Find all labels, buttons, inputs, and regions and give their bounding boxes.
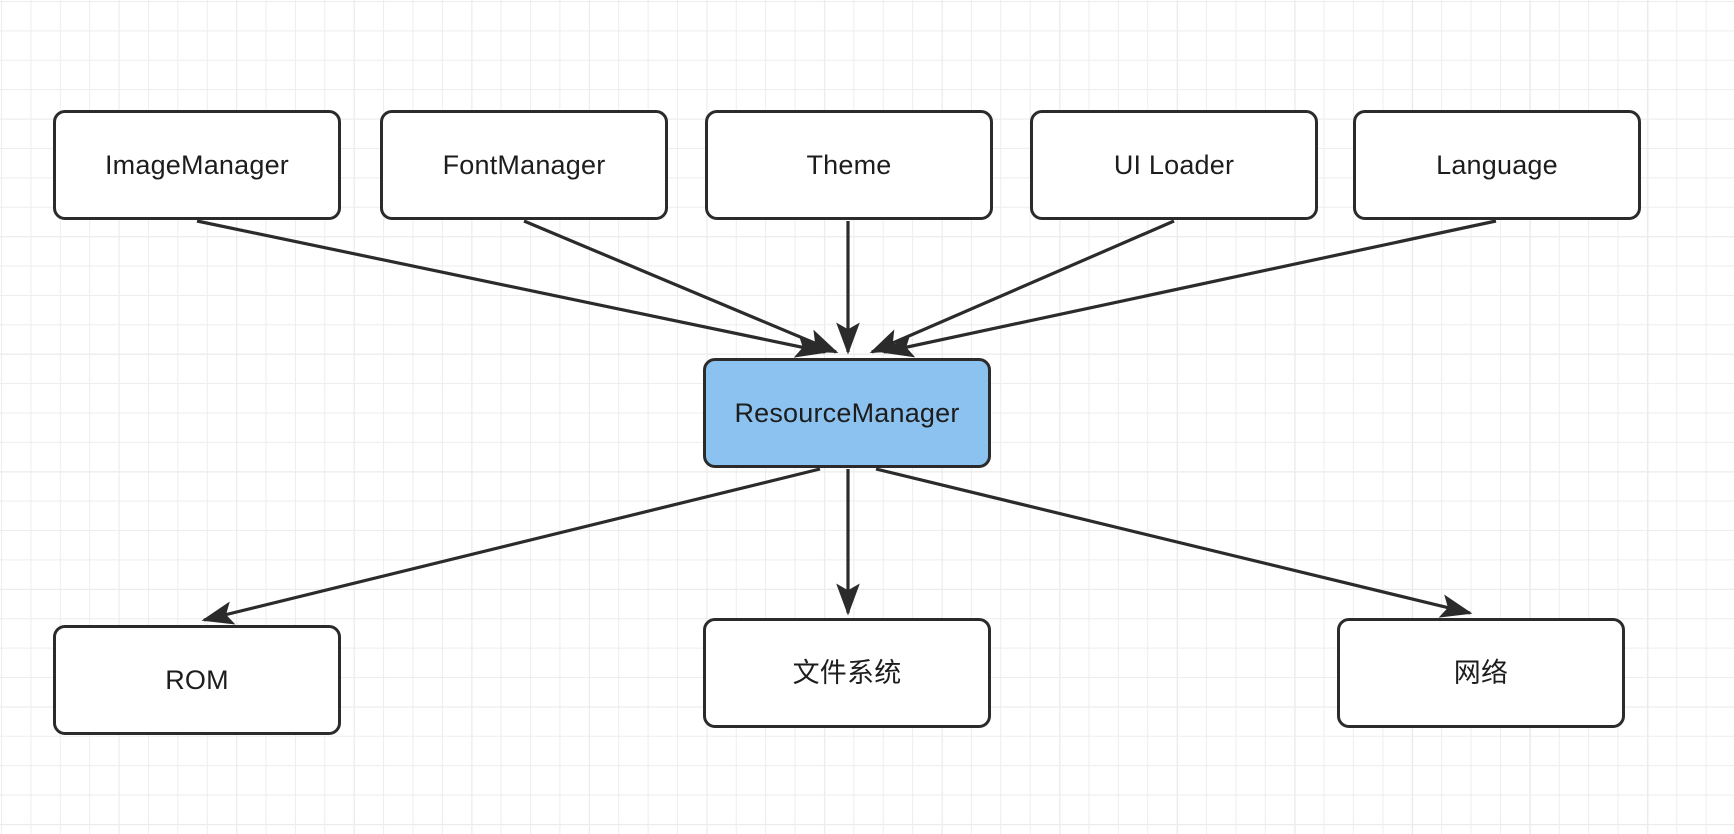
- node-label-image-manager: ImageManager: [104, 149, 289, 180]
- node-label-language: Language: [1436, 149, 1558, 180]
- node-ui-loader[interactable]: UI Loader: [1030, 110, 1318, 220]
- node-file-system[interactable]: 文件系统: [703, 618, 991, 728]
- edge-image-manager-to-resource-manager: [196, 219, 828, 358]
- edge-resource-manager-to-rom: [201, 467, 821, 625]
- edge-ui-loader-to-resource-manager: [869, 219, 1175, 354]
- edge-language-to-resource-manager: [881, 219, 1497, 358]
- node-font-manager[interactable]: FontManager: [380, 110, 668, 220]
- node-image-manager[interactable]: ImageManager: [53, 110, 341, 220]
- node-label-file-system: 文件系统: [792, 657, 902, 688]
- edge-resource-manager-to-network: [875, 467, 1473, 618]
- node-network[interactable]: 网络: [1337, 618, 1625, 728]
- node-label-font-manager: FontManager: [442, 149, 606, 180]
- node-label-rom: ROM: [165, 664, 229, 695]
- edge-font-manager-to-resource-manager: [523, 219, 839, 354]
- node-label-resource-manager: ResourceManager: [734, 397, 960, 428]
- node-language[interactable]: Language: [1353, 110, 1641, 220]
- node-theme[interactable]: Theme: [705, 110, 993, 220]
- node-label-ui-loader: UI Loader: [1113, 149, 1235, 180]
- node-label-network: 网络: [1453, 657, 1509, 688]
- node-label-theme: Theme: [806, 149, 892, 180]
- node-resource-manager[interactable]: ResourceManager: [703, 358, 991, 468]
- node-rom[interactable]: ROM: [53, 625, 341, 735]
